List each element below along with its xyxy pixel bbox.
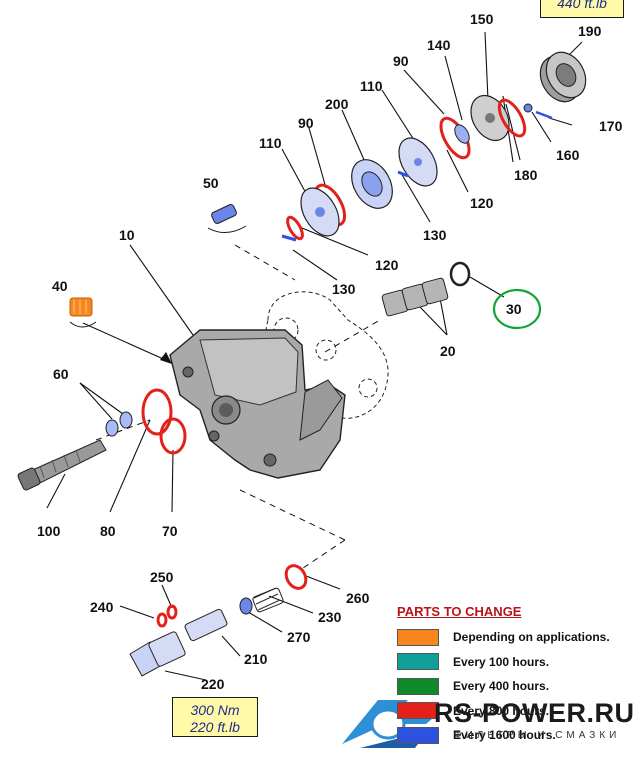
part-number-labels: 150 190 140 90 110 200 90 170 110 160 18…	[37, 11, 623, 692]
part-label: 50	[203, 175, 219, 191]
legend-swatch-orange	[397, 628, 439, 646]
part-label: 260	[346, 590, 370, 606]
leader-lines	[46, 31, 583, 681]
part-label: 120	[470, 195, 494, 211]
part-label: 70	[162, 523, 178, 539]
part-label: 110	[259, 135, 282, 151]
brand-watermark: RS-POWER.RU ФИЛЬТРЫ И СМАЗКИ	[338, 694, 638, 753]
seal-140	[454, 124, 470, 144]
legend-row: Depending on applications.	[397, 625, 637, 650]
bushings-20	[381, 277, 449, 317]
parts-legend: PARTS TO CHANGE Depending on application…	[397, 604, 637, 748]
part-label: 190	[578, 23, 602, 39]
part-label: 270	[287, 629, 311, 645]
part-label: 160	[556, 147, 580, 163]
part-label: 90	[298, 115, 314, 131]
part-label: 110	[360, 78, 383, 94]
part-label: 230	[318, 609, 342, 625]
legend-title: PARTS TO CHANGE	[397, 604, 522, 619]
torque-bottom-line2: 220 ft.lb	[190, 719, 240, 735]
part-label: 220	[201, 676, 225, 692]
legend-label: Every 800 hours.	[453, 703, 550, 718]
legend-label: Depending on applications.	[453, 630, 610, 645]
plate-110-upper	[398, 137, 438, 187]
brand-name: RS-POWER.RU	[434, 698, 635, 728]
torque-top-text: 440 ft.lb	[557, 0, 607, 11]
legend-row: Every 400 hours.	[397, 674, 637, 699]
part-label: 80	[100, 523, 116, 539]
part-label: 20	[440, 343, 456, 359]
part-label: 150	[470, 11, 494, 27]
legend-swatch-green	[397, 677, 439, 695]
legend-row: Every 800 hours.	[397, 699, 637, 724]
plug-50	[207, 203, 247, 233]
plate-110-lower	[300, 187, 340, 237]
torque-bottom-line1: 300 Nm	[190, 702, 240, 718]
part-label: 130	[423, 227, 447, 243]
part-label: 240	[90, 599, 114, 615]
valve-assembly	[129, 587, 284, 677]
part-label: 60	[53, 366, 69, 382]
torque-label-top: 440 ft.lb	[540, 0, 624, 18]
shaft-100	[17, 439, 107, 491]
part-label: 210	[244, 651, 268, 667]
highlight-circle-30	[492, 288, 542, 330]
spring-40	[69, 297, 97, 328]
part-label: 170	[599, 118, 623, 134]
pin-170	[535, 110, 553, 120]
plate-150	[470, 94, 510, 142]
dashed-guides	[95, 244, 381, 571]
legend-swatch-red	[397, 702, 439, 720]
nut-160	[523, 103, 533, 113]
bearings-60	[105, 411, 133, 437]
legend-row: Every 1600 hours.	[397, 723, 637, 748]
legend-row: Every 100 hours.	[397, 650, 637, 675]
part-label: 130	[332, 281, 356, 297]
brand-subtitle: ФИЛЬТРЫ И СМАЗКИ	[454, 730, 621, 741]
pin-130-lower	[281, 234, 297, 242]
part-label: 40	[52, 278, 68, 294]
part-label: 90	[393, 53, 409, 69]
part-label: 10	[119, 227, 135, 243]
pump-housing	[169, 329, 346, 479]
part-label: 200	[325, 96, 349, 112]
part-label: 120	[375, 257, 399, 273]
torque-label-bottom: 300 Nm 220 ft.lb	[172, 697, 258, 737]
legend-swatch-blue	[397, 726, 439, 744]
rotor-200	[351, 159, 393, 209]
legend-label: Every 100 hours.	[453, 654, 550, 669]
legend-label: Every 1600 hours.	[453, 728, 556, 743]
seal-ring-30	[449, 261, 471, 287]
part-label: 250	[150, 569, 174, 585]
end-cover-190	[539, 51, 587, 103]
part-label: 30	[506, 301, 522, 317]
part-label: 140	[427, 37, 451, 53]
part-label: 180	[514, 167, 538, 183]
part-label: 100	[37, 523, 61, 539]
legend-label: Every 400 hours.	[453, 679, 550, 694]
legend-swatch-teal	[397, 653, 439, 671]
pin-130-upper	[397, 170, 409, 178]
